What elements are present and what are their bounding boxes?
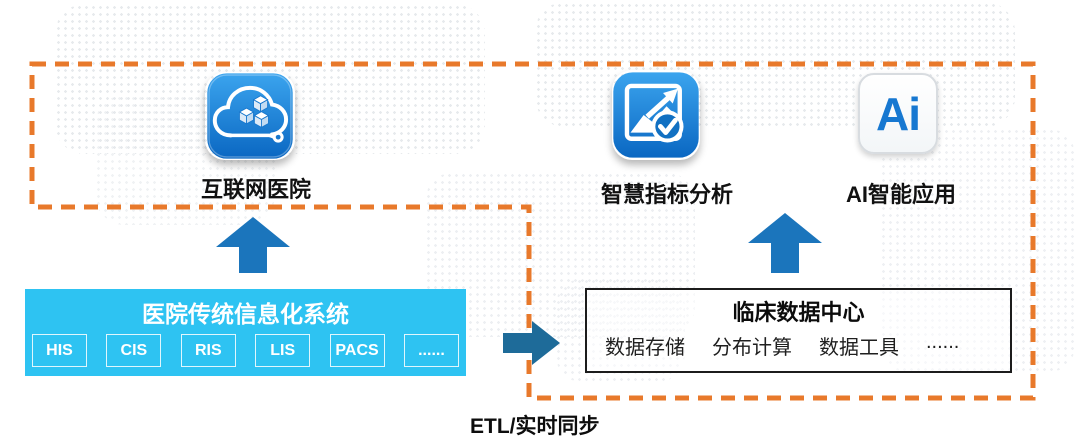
item-data-tools: 数据工具 [819, 337, 899, 359]
smart-indicator-label: 智慧指标分析 [600, 182, 734, 207]
up-arrow-right [748, 213, 822, 273]
item-more: ...... [926, 331, 960, 353]
right-arrow-etl [503, 321, 560, 365]
module-more: ...... [403, 334, 459, 367]
internet-hospital-label: 互联网医院 [200, 177, 312, 202]
chart-trend-check-icon [612, 70, 700, 160]
ai-glyph: Ai [876, 87, 921, 140]
item-distributed-computing: 分布计算 [712, 337, 792, 359]
up-arrow-left [216, 217, 290, 273]
module-pacs: PACS [329, 334, 385, 367]
etl-sync-label: ETL/实时同步 [470, 415, 600, 438]
module-cis: CIS [106, 334, 162, 367]
data-center-box: 临床数据中心 数据存储 分布计算 数据工具 ...... [585, 288, 1012, 373]
legacy-system-title: 医院传统信息化系统 [142, 301, 349, 327]
data-center-title: 临床数据中心 [732, 300, 865, 325]
item-data-storage: 数据存储 [605, 337, 685, 359]
module-his: HIS [32, 334, 87, 367]
dashed-boundary [29, 61, 1036, 401]
module-lis: LIS [255, 334, 311, 367]
legacy-module-list: HIS CIS RIS LIS PACS ...... [32, 334, 459, 367]
module-ris: RIS [180, 334, 236, 367]
cloud-cubes-icon [205, 72, 295, 160]
legacy-system-box: 医院传统信息化系统 HIS CIS RIS LIS PACS ...... [25, 289, 466, 376]
ai-icon: Ai [858, 73, 938, 154]
ai-app-label: AI智能应用 [845, 182, 957, 207]
data-center-item-list: 数据存储 分布计算 数据工具 ...... [605, 331, 959, 360]
